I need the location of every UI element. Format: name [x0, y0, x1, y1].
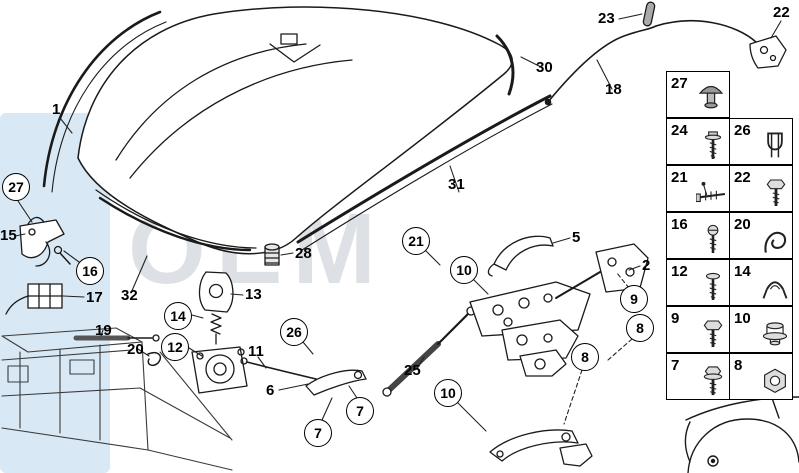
callout-11: 11 — [248, 343, 264, 360]
legend-box-26: 26 — [729, 118, 793, 165]
spring-14 — [210, 313, 222, 345]
bolt-icon — [703, 366, 723, 396]
callout-2: 2 — [642, 257, 651, 274]
adjusting-screw-icon — [696, 181, 726, 203]
push-pin-icon — [698, 85, 724, 109]
hinge-bracket-2 — [555, 243, 649, 299]
bolt-icon — [766, 179, 786, 206]
legend-num: 20 — [734, 216, 751, 233]
callout-26: 26 — [280, 318, 308, 346]
legend-box-14: 14 — [729, 259, 793, 306]
nut-icon — [764, 368, 786, 394]
cable-bracket-22 — [749, 35, 787, 69]
grommet-icon — [762, 281, 788, 299]
callout-16: 16 — [76, 257, 104, 285]
legend-num: 26 — [734, 122, 751, 139]
legend-num: 8 — [734, 357, 743, 374]
legend-num: 24 — [671, 122, 688, 139]
clip-20-part — [147, 351, 162, 366]
screw-icon — [705, 272, 721, 300]
callout-12: 12 — [161, 333, 189, 361]
callout-22: 22 — [773, 4, 790, 21]
callout-6: 6 — [266, 382, 275, 399]
callout-32: 32 — [121, 287, 138, 304]
legend-box-24: 24 — [666, 118, 730, 165]
callout-25: 25 — [404, 362, 421, 379]
connector-17 — [5, 283, 63, 315]
buffer-28 — [264, 243, 280, 266]
legend-num: 10 — [734, 310, 751, 327]
hinge-arm-bottom — [489, 429, 593, 467]
callout-27: 27 — [2, 173, 30, 201]
legend-num: 22 — [734, 169, 751, 186]
legend-num: 16 — [671, 216, 688, 233]
weatherstrip-1 — [42, 10, 167, 193]
callout-30: 30 — [536, 59, 553, 76]
callout-13: 13 — [245, 286, 262, 303]
hinge-arm-5 — [487, 235, 554, 277]
seal-31 — [296, 94, 553, 251]
callout-21: 21 — [402, 227, 430, 255]
callout-5: 5 — [572, 229, 581, 246]
pin-23 — [642, 1, 656, 27]
legend-num: 9 — [671, 310, 680, 327]
legend-num: 14 — [734, 263, 751, 280]
callout-8b: 8 — [571, 343, 599, 371]
callout-7b: 7 — [346, 397, 374, 425]
legend-box-27: 27 — [666, 71, 730, 118]
release-rod-11 — [240, 357, 322, 388]
legend-box-20: 20 — [729, 212, 793, 259]
legend-num: 21 — [671, 169, 688, 186]
callout-7a: 7 — [304, 419, 332, 447]
callout-31: 31 — [448, 176, 465, 193]
screw-16-part — [53, 245, 71, 265]
seal-30 — [495, 34, 515, 96]
strut-19 — [73, 334, 160, 342]
bracket-15 — [19, 216, 65, 267]
callout-18: 18 — [605, 81, 622, 98]
legend-box-16: 16 — [666, 212, 730, 259]
callout-8a: 8 — [626, 314, 654, 342]
legend-box-8: 8 — [729, 353, 793, 400]
legend-num: 7 — [671, 357, 680, 374]
lock-lower-12 — [191, 346, 248, 394]
strip-32 — [98, 196, 252, 252]
clamp-icon — [764, 231, 787, 253]
legend-box-10: 10 — [729, 306, 793, 353]
callout-19: 19 — [95, 322, 112, 339]
bolt-icon — [703, 320, 723, 347]
legend-num: 12 — [671, 263, 688, 280]
legend-box-22: 22 — [729, 165, 793, 212]
legend-box-12: 12 — [666, 259, 730, 306]
lever-6 — [305, 369, 367, 396]
front-body-structure — [1, 327, 233, 471]
callout-10b: 10 — [434, 379, 462, 407]
callout-9: 9 — [620, 285, 648, 313]
legend-num: 27 — [671, 75, 688, 92]
callout-14: 14 — [164, 302, 192, 330]
screw-icon — [704, 131, 722, 159]
lock-upper-13 — [198, 271, 234, 313]
gas-strut-25 — [382, 306, 476, 397]
callout-20: 20 — [127, 341, 144, 358]
screw-icon — [707, 224, 719, 253]
callout-1: 1 — [52, 101, 61, 118]
legend-box-7: 7 — [666, 353, 730, 400]
clip-icon — [767, 132, 783, 158]
leader-lines — [14, 13, 782, 432]
callout-28: 28 — [295, 245, 312, 262]
hood-panel — [77, 6, 513, 255]
fender-sketch — [684, 396, 799, 473]
flange-nut-icon — [762, 322, 788, 346]
callout-15: 15 — [0, 227, 17, 244]
bowden-cable-18 — [544, 20, 757, 106]
callout-10a: 10 — [450, 256, 478, 284]
callout-17: 17 — [86, 289, 103, 306]
callout-23: 23 — [598, 10, 615, 27]
legend-box-21: 21 — [666, 165, 730, 212]
legend-box-9: 9 — [666, 306, 730, 353]
hinge-lower-plate — [501, 319, 579, 377]
